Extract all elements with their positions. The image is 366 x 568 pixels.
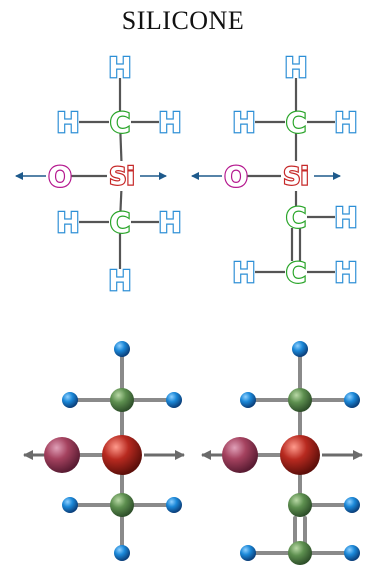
ball-stick-model-left [23,341,185,561]
carbon-ball [288,388,312,412]
hydrogen-ball [240,392,256,408]
atom-hydrogen: H [158,206,181,239]
hydrogen-ball [344,497,360,513]
hydrogen-ball [166,392,182,408]
atom-hydrogen: H [284,51,307,84]
atom-hydrogen: H [232,256,255,289]
hydrogen-ball [62,392,78,408]
diagram-title: SILICONE [121,6,245,35]
atom-hydrogen: H [158,106,181,139]
atom-oxygen: O [48,160,72,193]
carbon-ball [110,493,134,517]
hydrogen-ball [114,341,130,357]
oxygen-ball [44,437,80,473]
ball-stick-model-right [201,341,363,565]
atom-silicon: Si [109,163,135,191]
atom-carbon: C [286,201,307,234]
hydrogen-ball [62,497,78,513]
atom-hydrogen: H [334,201,357,234]
atom-carbon: C [110,206,131,239]
hydrogen-ball [344,545,360,561]
hydrogen-ball [292,341,308,357]
carbon-ball [288,493,312,517]
atom-hydrogen: H [232,106,255,139]
hydrogen-ball [240,545,256,561]
atom-carbon: C [286,256,307,289]
bond-line [119,132,123,162]
silicon-ball [102,435,142,475]
atom-hydrogen: H [108,264,131,297]
atom-hydrogen: H [334,256,357,289]
hydrogen-ball [344,392,360,408]
atom-carbon: C [286,106,307,139]
atom-hydrogen: H [334,106,357,139]
hydrogen-ball [166,497,182,513]
atom-hydrogen: H [56,106,79,139]
atom-carbon: C [110,106,131,139]
atom-hydrogen: H [108,51,131,84]
silicon-ball [280,435,320,475]
atom-oxygen: O [224,160,248,193]
hydrogen-ball [114,545,130,561]
atom-silicon: Si [283,163,309,191]
carbon-ball [288,541,312,565]
oxygen-ball [222,437,258,473]
bond-line [119,190,123,212]
carbon-ball [110,388,134,412]
atom-hydrogen: H [56,206,79,239]
